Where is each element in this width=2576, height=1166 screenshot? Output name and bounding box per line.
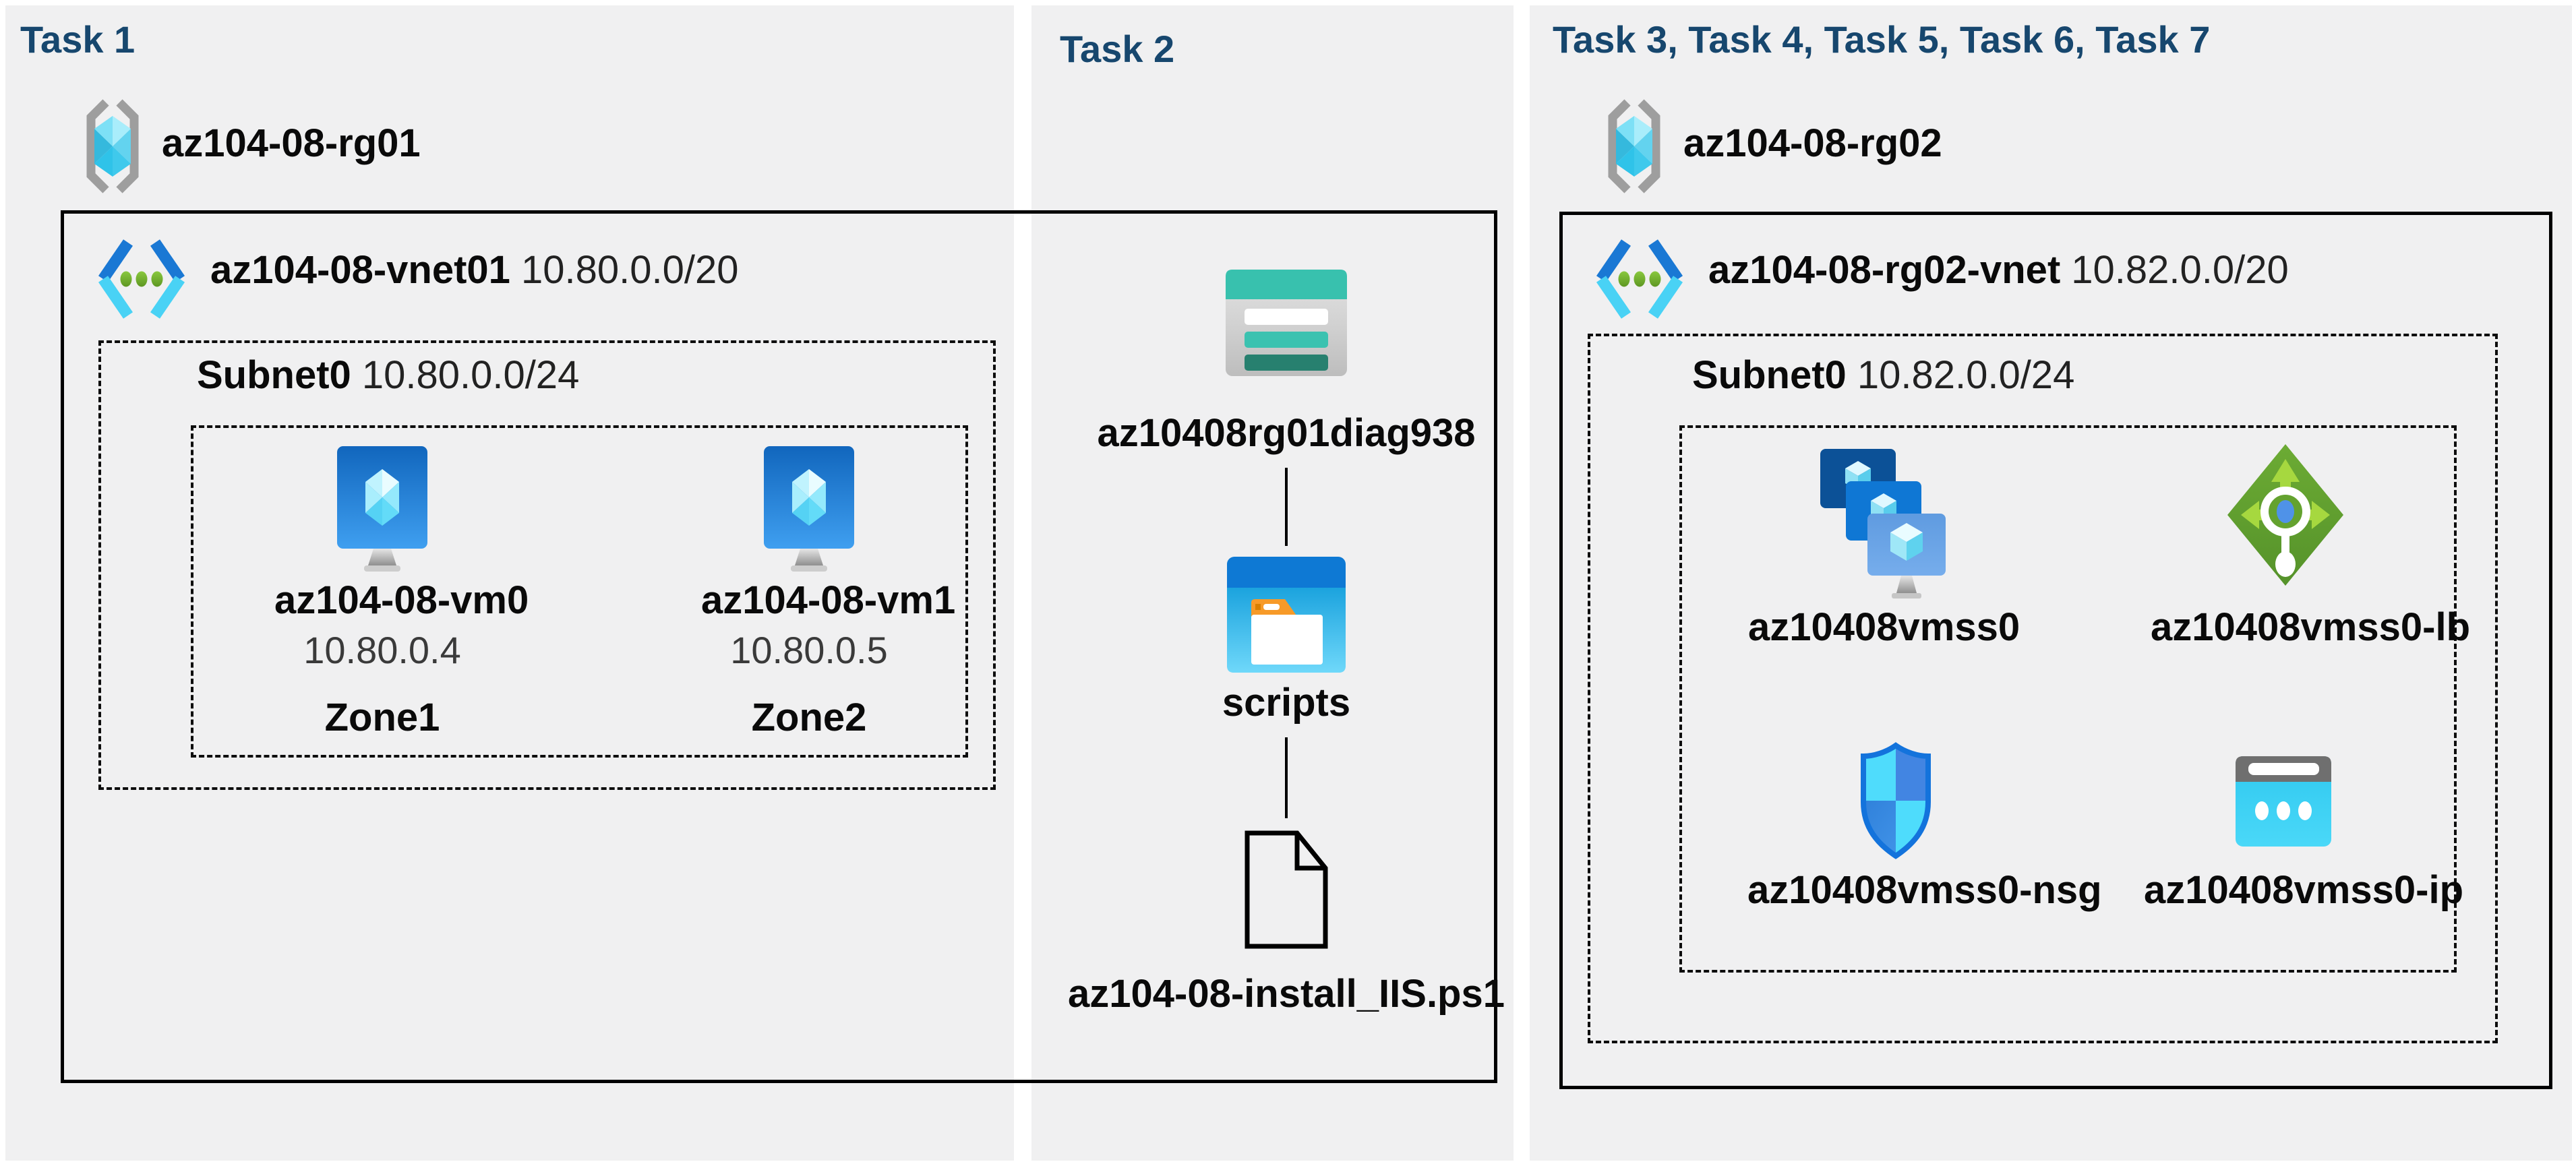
vnet-cidr: 10.82.0.0/20 [2071,248,2289,292]
vm1-ip: 10.80.0.5 [730,629,888,671]
virtual-machine-icon [764,446,854,572]
vnet-name: az104-08-vnet01 [210,248,510,292]
subnet0-name: Subnet0 [197,353,351,397]
subnet0-box [98,340,996,790]
task3-header: Task 3, Task 4, Task 5, Task 6, Task 7 [1553,18,2211,61]
vm1-zone: Zone2 [751,696,867,739]
connector-scripts-file [1285,737,1288,818]
vnet-cidr: 10.80.0.0/20 [520,248,739,292]
resource-group-icon [1608,99,1660,193]
nsg-shield-icon [1861,742,1931,859]
blob-container-icon [1227,557,1346,673]
vm1-name: az104-08-vm1 [701,578,956,622]
task1-header: Task 1 [20,18,136,61]
script-file-icon [1245,830,1328,949]
script-file-label: az104-08-install_IIS.ps1 [1068,972,1505,1016]
virtual-network-icon [1596,239,1683,319]
task3-panel [1530,5,2572,1161]
task2-header: Task 2 [1060,28,1175,70]
subnet0-cidr: 10.82.0.0/24 [1857,353,2075,397]
vmss-label: az10408vmss0 [1748,605,2020,649]
resource-group-label: az104-08-rg02 [1683,121,1942,165]
vm-zone-box [191,425,968,758]
container-label: scripts [1222,681,1351,725]
nsg-label: az10408vmss0-nsg [1747,868,2102,912]
vm0-ip: 10.80.0.4 [303,629,461,671]
public-ip-label: az10408vmss0-ip [2144,868,2463,912]
task1-panel [5,5,1014,1161]
storage-account-label: az10408rg01diag938 [1097,411,1476,455]
vm0-name: az104-08-vm0 [274,578,529,622]
vm-scale-set-icon [1820,449,1946,599]
vm0-zone: Zone1 [324,696,440,739]
resource-group-label: az104-08-rg01 [162,121,421,165]
subnet0-box [1588,334,2498,1043]
vnet01-boundary-box [61,210,1497,1083]
subnet0-name: Subnet0 [1692,353,1847,397]
virtual-machine-icon [337,446,427,572]
vmss-resources-box [1679,425,2457,973]
load-balancer-icon [2227,444,2343,586]
public-ip-icon [2236,756,2331,847]
subnet0-cidr: 10.80.0.0/24 [361,353,580,397]
vnet-name: az104-08-rg02-vnet [1708,248,2061,292]
storage-account-icon [1226,270,1347,376]
resource-group-icon [86,99,139,193]
connector-storage-scripts [1285,468,1288,546]
virtual-network-icon [98,239,185,319]
vnet02-boundary-box [1559,212,2552,1089]
load-balancer-label: az10408vmss0-lb [2151,605,2470,649]
